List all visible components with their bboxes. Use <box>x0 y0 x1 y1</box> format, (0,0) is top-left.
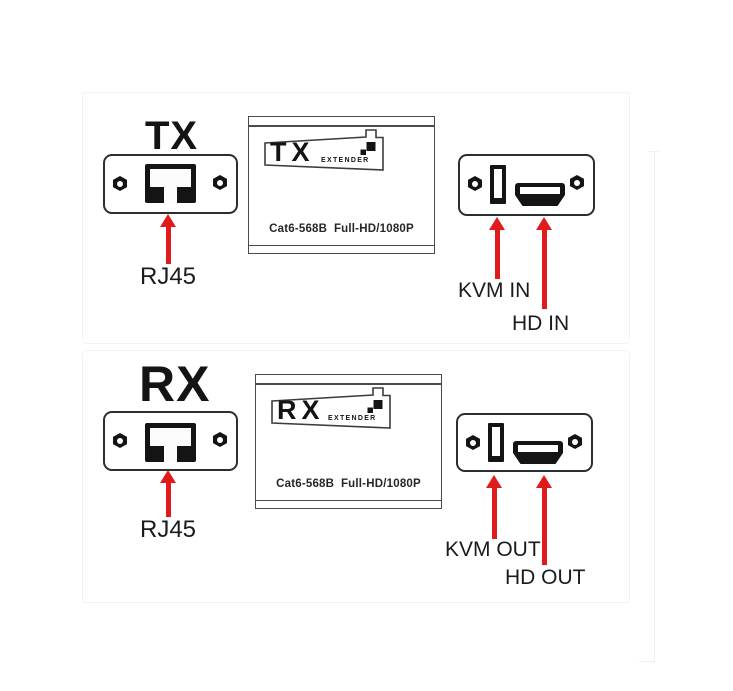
rx-extender-logo: RX EXTENDER <box>271 387 391 429</box>
tx-hd-label: HD IN <box>512 312 570 335</box>
usb-port-icon <box>488 423 504 462</box>
hex-screw-icon <box>468 176 482 191</box>
usb-port-icon <box>490 165 506 204</box>
red-up-arrow-icon <box>160 214 176 264</box>
tx-rj45-panel <box>103 154 238 214</box>
logo-main-text: TX <box>270 137 315 167</box>
rx-extender-box: RX EXTENDER Cat6-568B Full-HD/1080P <box>255 374 442 509</box>
pixel-arrow-icon <box>360 149 366 155</box>
edge-line <box>647 151 659 152</box>
box-top-edge <box>256 383 441 385</box>
pixel-arrow-icon <box>373 400 383 409</box>
hex-screw-icon <box>213 432 227 447</box>
edge-line <box>639 661 655 662</box>
pixel-arrow-icon <box>366 142 376 151</box>
rx-unit-label: RX <box>139 356 211 412</box>
rj45-port-icon <box>145 164 196 203</box>
hdmi-port-icon <box>515 183 565 206</box>
hex-screw-icon <box>113 176 127 191</box>
hex-screw-icon <box>113 433 127 448</box>
rx-section-card: RX RJ45 RX EXTENDER Cat6-568B Full-HD/10… <box>82 350 630 603</box>
rx-rj45-panel <box>103 411 238 471</box>
red-up-arrow-icon <box>486 475 502 539</box>
logo-sub-text: EXTENDER <box>328 415 377 422</box>
rx-io-panel <box>456 413 593 472</box>
rj45-port-icon <box>145 423 196 462</box>
hex-screw-icon <box>213 175 227 190</box>
logo-banner-outline <box>264 129 384 171</box>
box-top-edge <box>249 125 434 127</box>
rx-hd-label: HD OUT <box>505 566 586 589</box>
red-up-arrow-icon <box>489 217 505 279</box>
red-up-arrow-icon <box>536 217 552 309</box>
box-bottom-edge <box>256 499 441 501</box>
edge-line <box>654 152 655 662</box>
tx-rj45-label: RJ45 <box>139 263 197 290</box>
tx-unit-label: TX <box>145 114 199 158</box>
tx-extender-box: TX EXTENDER Cat6-568B Full-HD/1080P <box>248 116 435 254</box>
hdmi-port-icon <box>513 441 563 464</box>
rx-rj45-label: RJ45 <box>139 516 197 543</box>
hex-screw-icon <box>570 175 584 190</box>
red-up-arrow-icon <box>160 470 176 517</box>
tx-io-panel <box>458 154 595 216</box>
tx-extender-logo: TX EXTENDER <box>264 129 384 171</box>
hex-screw-icon <box>568 434 582 449</box>
tx-kvm-label: KVM IN <box>458 279 531 302</box>
hex-screw-icon <box>466 435 480 450</box>
rx-box-caption: Cat6-568B Full-HD/1080P <box>276 478 421 490</box>
pixel-arrow-icon <box>367 407 373 413</box>
tx-box-caption: Cat6-568B Full-HD/1080P <box>269 223 414 235</box>
rx-kvm-label: KVM OUT <box>445 538 541 561</box>
logo-banner-outline <box>271 387 391 429</box>
box-bottom-edge <box>249 244 434 246</box>
tx-section-card: TX RJ45 TX EXTENDER Cat6-568B Full-HD/10… <box>82 92 630 344</box>
red-up-arrow-icon <box>536 475 552 565</box>
logo-main-text: RX <box>277 395 325 425</box>
logo-sub-text: EXTENDER <box>321 157 370 164</box>
